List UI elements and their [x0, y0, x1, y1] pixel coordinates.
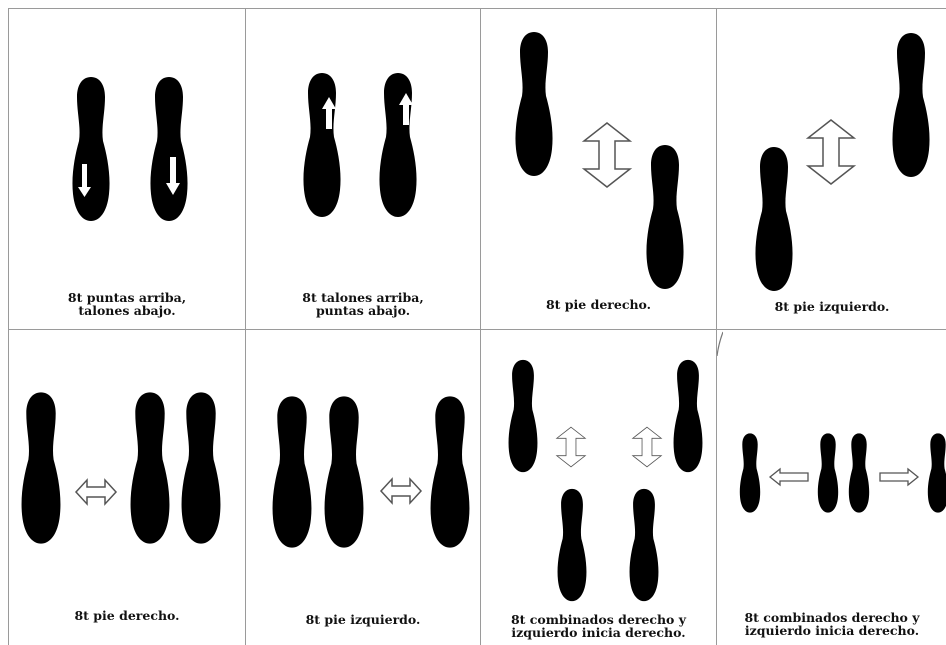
step-figure	[246, 330, 480, 645]
left-footprint	[303, 73, 340, 217]
corner-curve	[717, 330, 723, 356]
pair-footprint-right	[325, 396, 364, 547]
footwork-grid: 8t puntas arriba, talones abajo. 8t talo…	[8, 8, 946, 645]
step-figure	[9, 9, 245, 329]
step-figure	[717, 330, 946, 645]
step-cell-toes-heels-up: 8t talones arriba, puntas abajo.	[246, 9, 480, 329]
right-arrow-icon	[880, 469, 918, 485]
center-right-footprint	[849, 433, 869, 512]
step-caption: 8t puntas arriba, talones abajo.	[9, 291, 245, 317]
vertical-double-arrow-icon	[633, 427, 662, 467]
front-footprint	[646, 145, 683, 289]
step-cell-left-foot-side: 8t pie izquierdo.	[246, 330, 480, 645]
center-left-footprint	[818, 433, 838, 512]
horizontal-double-arrow-icon	[76, 480, 116, 504]
step-caption: 8t pie derecho.	[9, 609, 245, 622]
bottom-left-footprint	[558, 489, 587, 601]
far-left-footprint	[740, 433, 760, 512]
step-caption: 8t combinados derecho y izquierdo inicia…	[717, 611, 946, 637]
vertical-double-arrow-icon	[808, 120, 854, 184]
step-figure	[481, 9, 716, 329]
step-caption: 8t talones arriba, puntas abajo.	[246, 291, 480, 317]
step-caption: 8t pie izquierdo.	[246, 613, 480, 626]
far-right-footprint	[928, 433, 946, 512]
single-footprint	[22, 392, 61, 543]
front-footprint	[892, 33, 929, 177]
right-footprint	[150, 77, 187, 221]
step-cell-right-foot: 8t pie derecho.	[481, 9, 716, 329]
step-caption: 8t pie izquierdo.	[717, 300, 946, 313]
right-footprint	[379, 73, 416, 217]
vertical-double-arrow-icon	[557, 427, 586, 467]
step-cell-heels-toes-down: 8t puntas arriba, talones abajo.	[9, 9, 245, 329]
vertical-double-arrow-icon	[584, 123, 630, 187]
step-figure	[481, 330, 716, 645]
step-cell-left-foot: 8t pie izquierdo.	[717, 9, 946, 329]
step-cell-right-foot-side: 8t pie derecho.	[9, 330, 245, 645]
step-caption: 8t combinados derecho y izquierdo inicia…	[481, 613, 716, 639]
pair-footprint-left	[131, 392, 170, 543]
top-left-footprint	[509, 360, 538, 472]
top-right-footprint	[674, 360, 703, 472]
step-figure	[717, 9, 946, 329]
pair-footprint-left	[273, 396, 312, 547]
bottom-right-footprint	[630, 489, 659, 601]
single-footprint	[431, 396, 470, 547]
rear-footprint	[755, 147, 792, 291]
step-caption: 8t pie derecho.	[481, 298, 716, 311]
step-figure	[246, 9, 480, 329]
left-arrow-icon	[770, 469, 808, 485]
step-cell-combined-vertical: 8t combinados derecho y izquierdo inicia…	[481, 330, 716, 645]
horizontal-double-arrow-icon	[381, 479, 421, 503]
rear-footprint	[515, 32, 552, 176]
pair-footprint-right	[182, 392, 221, 543]
left-footprint	[72, 77, 109, 221]
step-cell-combined-horizontal: 8t combinados derecho y izquierdo inicia…	[717, 330, 946, 645]
step-figure	[9, 330, 245, 645]
